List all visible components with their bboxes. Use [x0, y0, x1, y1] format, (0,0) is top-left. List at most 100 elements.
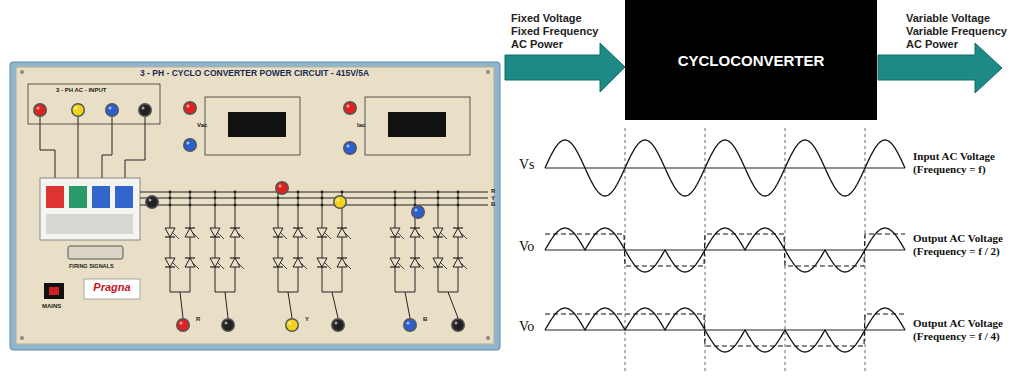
terminal-ring — [105, 103, 119, 117]
gate-lead — [173, 233, 179, 239]
terminal-ring — [221, 318, 235, 332]
mcb-plate — [46, 214, 133, 234]
gate-lead — [218, 233, 224, 239]
junction-dot — [189, 204, 192, 207]
thyristor-symbol — [453, 258, 463, 267]
screw — [20, 70, 24, 74]
output-waveform — [545, 308, 905, 352]
junction-dot — [169, 204, 172, 207]
output-envelope — [545, 234, 905, 266]
thyristor-symbol — [293, 228, 303, 237]
firing-connector — [68, 246, 123, 259]
junction-dot — [169, 191, 172, 194]
input-arrow — [505, 43, 625, 92]
terminal — [333, 320, 344, 331]
thyristor-wire — [225, 292, 228, 318]
junction-dot — [394, 191, 397, 194]
thyristor-symbol — [390, 258, 400, 267]
junction-dot — [321, 204, 324, 207]
junction-dot — [437, 197, 440, 200]
junction-dot — [321, 197, 324, 200]
thyristor-wire — [438, 192, 439, 292]
panel-title: 3 - PH - CYCLO CONVERTER POWER CIRCUIT -… — [140, 68, 369, 78]
gate-lead — [398, 263, 404, 269]
input-caption: Fixed Voltage Fixed Frequency AC Power — [511, 12, 611, 51]
junction-dot — [277, 204, 280, 207]
gate-lead — [301, 233, 307, 239]
thyristor-symbol — [185, 258, 195, 267]
junction-dot — [341, 191, 344, 194]
terminal-shine — [407, 322, 410, 325]
thyristor-bar — [210, 236, 220, 237]
gate-lead — [345, 233, 351, 239]
junction-dot — [214, 204, 217, 207]
thyristor-symbol — [165, 258, 175, 267]
thyristor-wire — [405, 292, 410, 318]
gate-lead — [461, 263, 467, 269]
thyristor-symbol — [185, 228, 195, 237]
terminal-ring — [138, 103, 152, 117]
thyristor-symbol — [317, 228, 327, 237]
bus-line — [140, 205, 488, 206]
terminal-ring — [331, 318, 345, 332]
axis-label: Vo — [519, 239, 534, 256]
terminal-shine — [75, 107, 78, 110]
gate-lead — [238, 263, 244, 269]
thyristor-symbol — [410, 258, 420, 267]
terminal-shine — [289, 322, 292, 325]
thyristor-wire — [288, 292, 292, 318]
mcb-handle — [115, 186, 133, 208]
thyristor-bar — [210, 266, 220, 267]
thyristor-bar — [317, 236, 327, 237]
junction-dot — [321, 191, 324, 194]
junction-dot — [214, 197, 217, 200]
output-arrow — [878, 43, 1002, 93]
thyristor-symbol — [337, 228, 347, 237]
terminal-shine — [337, 199, 340, 202]
input-waveform — [545, 140, 905, 196]
terminal — [345, 143, 356, 154]
terminal-shine — [142, 107, 145, 110]
thyristor-bar — [453, 227, 463, 228]
thyristor-bar — [433, 236, 443, 237]
gate-lead — [218, 263, 224, 269]
terminal-ring — [145, 195, 159, 209]
thyristor-symbol — [337, 258, 347, 267]
thyristor-wire — [215, 192, 216, 292]
thyristor-bar — [273, 236, 283, 237]
wire — [102, 117, 112, 178]
terminal — [413, 207, 424, 218]
thyristor-symbol — [433, 258, 443, 267]
thyristor-symbol — [433, 228, 443, 237]
gate-lead — [281, 233, 287, 239]
junction-dot — [189, 191, 192, 194]
thyristor-bar — [337, 257, 347, 258]
terminal-ring — [33, 103, 47, 117]
junction-dot — [214, 191, 217, 194]
terminal — [223, 320, 234, 331]
phase-label: B — [423, 316, 427, 323]
gate-lead — [301, 263, 307, 269]
terminal-shine — [109, 107, 112, 110]
thyristor-symbol — [453, 228, 463, 237]
thyristor-bar — [165, 266, 175, 267]
mcb-handle — [92, 186, 110, 208]
terminals — [33, 101, 465, 332]
gate-lead — [325, 233, 331, 239]
gate-lead — [193, 263, 199, 269]
thyristor-bar — [230, 257, 240, 258]
thyristor-bar — [410, 257, 420, 258]
phase-label: Y — [491, 195, 495, 202]
terminal-shine — [347, 145, 350, 148]
phase-label: Y — [305, 316, 309, 323]
junction-dot — [169, 197, 172, 200]
thyristor-bar — [185, 227, 195, 228]
junction-dot — [457, 204, 460, 207]
terminal — [140, 105, 151, 116]
gate-lead — [173, 263, 179, 269]
terminal — [178, 320, 189, 331]
junction-dot — [457, 191, 460, 194]
meter-display — [388, 112, 446, 137]
terminal-ring — [176, 318, 190, 332]
thyristor-symbol — [317, 258, 327, 267]
